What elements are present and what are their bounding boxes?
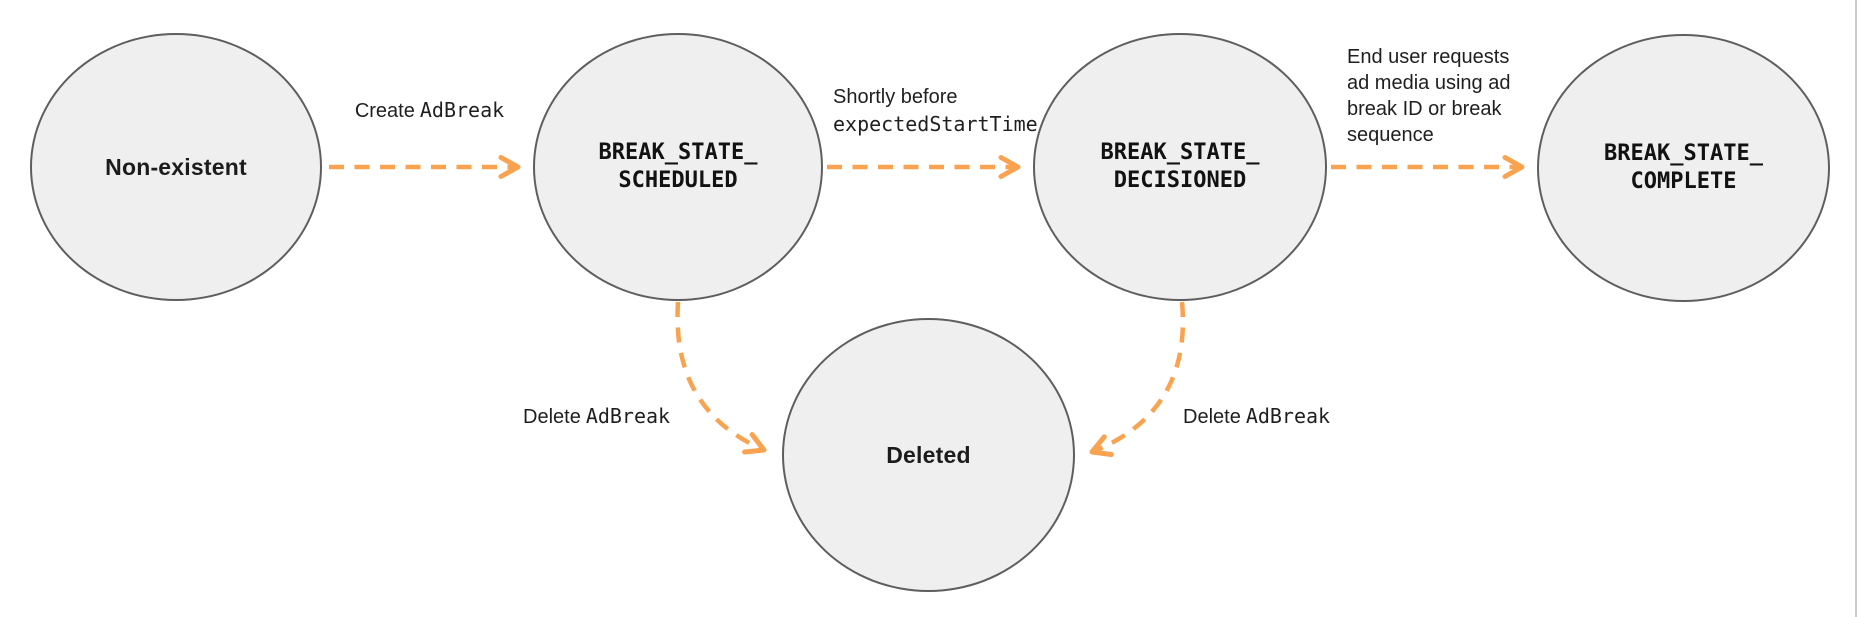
- edge-label-line: ad media using ad: [1347, 72, 1511, 94]
- state-label: Non-existent: [105, 154, 247, 180]
- state-node-deleted: Deleted: [782, 318, 1075, 592]
- edge-label-line: End user requests: [1347, 46, 1510, 68]
- edge-label-end-user-requests: End user requests ad media using ad brea…: [1347, 44, 1510, 148]
- state-label-line2: SCHEDULED: [618, 168, 738, 193]
- state-node-break-state-complete: BREAK_STATE_ COMPLETE: [1537, 34, 1830, 302]
- arrow-delete-from-scheduled: [675, 301, 767, 455]
- state-label-line1: BREAK_STATE_: [1604, 141, 1763, 166]
- arrow-delete-from-decisioned: [1089, 301, 1186, 457]
- page-right-border-line: [1855, 0, 1857, 617]
- state-node-break-state-scheduled: BREAK_STATE_ SCHEDULED: [533, 33, 823, 301]
- edge-label-code: AdBreak: [419, 98, 505, 122]
- state-label-line2: COMPLETE: [1630, 169, 1737, 194]
- state-label-line1: BREAK_STATE_: [598, 140, 758, 165]
- edge-label-code: expectedStartTime: [833, 112, 1038, 136]
- edge-label-text: Shortly before: [833, 86, 958, 108]
- state-label-line1: BREAK_STATE_: [1100, 140, 1260, 165]
- state-node-non-existent: Non-existent: [30, 33, 322, 301]
- state-label-line2: DECISIONED: [1113, 168, 1247, 193]
- edge-label-line: break ID or break: [1347, 98, 1502, 120]
- edge-label-text: Create: [354, 100, 415, 122]
- edge-label-code: AdBreak: [585, 404, 671, 428]
- edge-label-shortly-before: Shortly before expectedStartTime: [833, 84, 1038, 138]
- edge-label-code: AdBreak: [1245, 404, 1331, 428]
- edge-label-text: Delete: [523, 406, 581, 428]
- state-node-break-state-decisioned: BREAK_STATE_ DECISIONED: [1033, 33, 1327, 301]
- edge-label-line: sequence: [1347, 124, 1434, 146]
- edge-label-text: Delete: [1183, 406, 1241, 428]
- state-label: Deleted: [886, 442, 971, 468]
